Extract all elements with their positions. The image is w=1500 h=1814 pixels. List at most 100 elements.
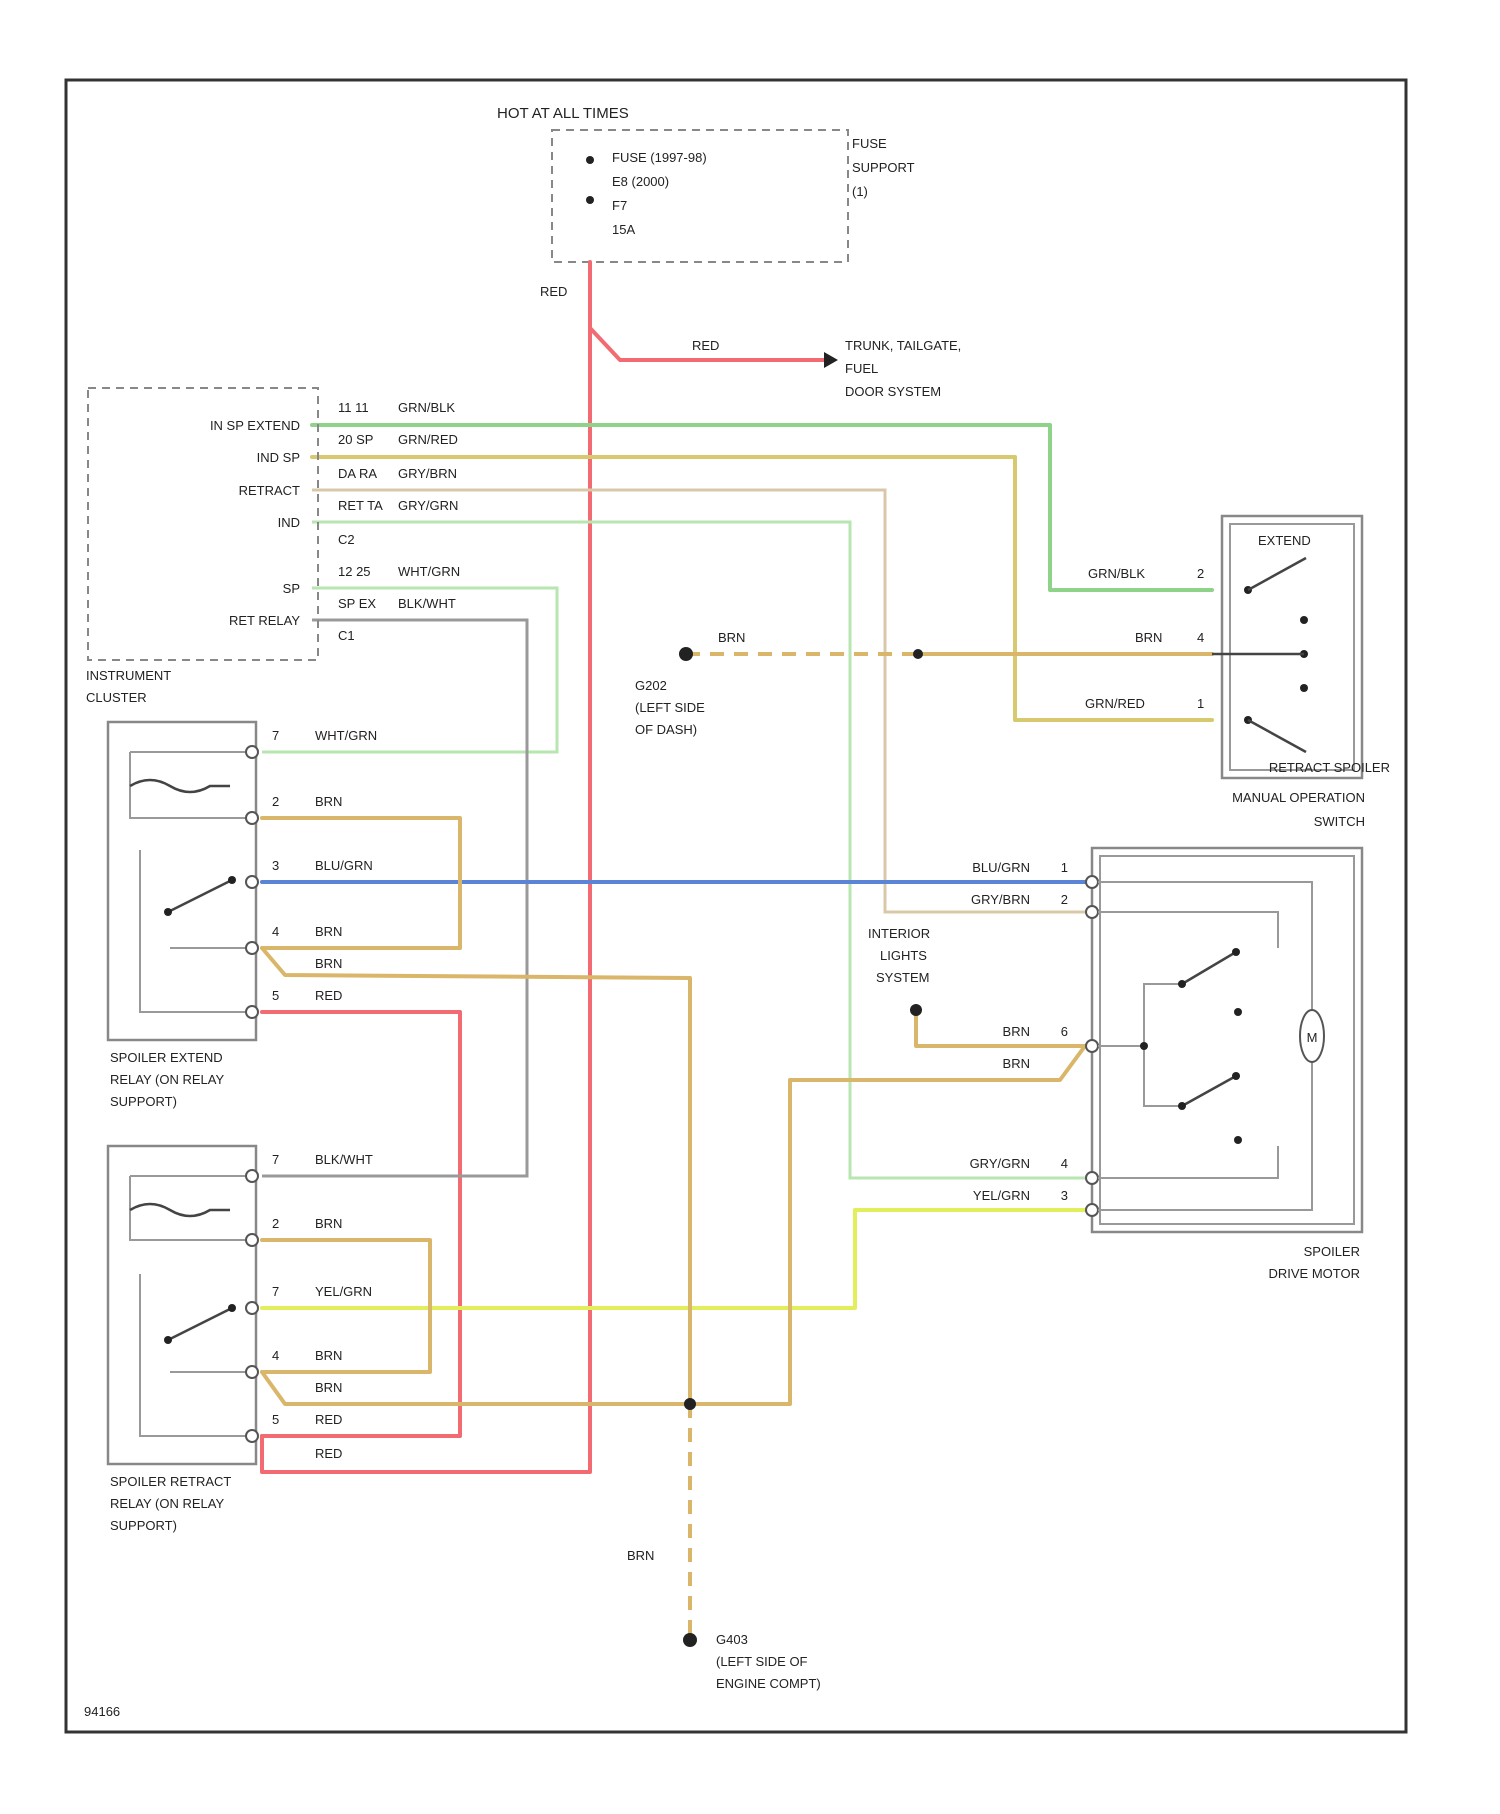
switch-label-2: MANUAL OPERATION (1232, 790, 1365, 805)
cluster-pins: IN SP EXTEND IND SP RETRACT IND SP RET R… (210, 418, 300, 628)
yel-grn-wire (262, 1210, 1085, 1308)
ground-top-label-2: (LEFT SIDE (635, 700, 705, 715)
switch-pin-2: 4 (1197, 630, 1204, 645)
fuse-support-label-1: FUSE (852, 136, 887, 151)
fuse-line-4: 15A (612, 222, 635, 237)
extend-label-1: SPOILER EXTEND (110, 1050, 223, 1065)
interior-label-1: INTERIOR (868, 926, 930, 941)
cluster-code-7: SP EX (338, 596, 376, 611)
ground-bottom-label-2: (LEFT SIDE OF (716, 1654, 808, 1669)
motor-junction (1140, 1042, 1148, 1050)
relay-coil-icon (130, 1204, 230, 1216)
motor-switch-2 (1182, 1076, 1236, 1106)
retract-pin-5: 5 (272, 1412, 279, 1427)
cluster-code-3: DA RA (338, 466, 377, 481)
terminal-icon (246, 1366, 258, 1378)
extend-wire-1: WHT/GRN (315, 728, 377, 743)
cluster-label-2: CLUSTER (86, 690, 147, 705)
arrow-icon (824, 352, 838, 368)
cluster-pin-4: IND (278, 515, 300, 530)
motor-wire-5: GRY/GRN (970, 1156, 1030, 1171)
manual-switch-box (1222, 516, 1362, 778)
ground-top-label-3: OF DASH) (635, 722, 697, 737)
relay-blade (168, 1308, 232, 1340)
extend-wire-2: BRN (315, 794, 342, 809)
terminal-icon (246, 876, 258, 888)
cluster-pin-6: RET RELAY (229, 613, 300, 628)
hot-at-all-times-label: HOT AT ALL TIMES (497, 105, 629, 122)
motor-pin-3: 6 (1061, 1024, 1068, 1039)
retract-pin-3: 7 (272, 1284, 279, 1299)
blk-wht-wire (262, 620, 527, 1176)
fuse-line-1: FUSE (1997-98) (612, 150, 707, 165)
relay-contact (228, 1304, 236, 1312)
extend-pin-2: 2 (272, 794, 279, 809)
ground-g403-icon (683, 1633, 697, 1647)
extend-pin-4: 4 (272, 924, 279, 939)
splice-dot-bottom (684, 1398, 696, 1410)
terminal-icon (1086, 1040, 1098, 1052)
extend-label-2: RELAY (ON RELAY (110, 1072, 224, 1087)
switch-wire-1: GRN/BLK (1088, 566, 1145, 581)
motor-label-1: SPOILER (1304, 1244, 1360, 1259)
manual-switch-inner (1230, 524, 1354, 770)
fuse-support-label-3: (1) (852, 184, 868, 199)
motor-wire-1: BLU/GRN (972, 860, 1030, 875)
cluster-code-8: C1 (338, 628, 355, 643)
terminal-icon (246, 1430, 258, 1442)
cluster-label-1: INSTRUMENT (86, 668, 171, 683)
terminal-icon (246, 1006, 258, 1018)
motor-contact (1232, 1072, 1240, 1080)
cluster-code-4: RET TA (338, 498, 383, 513)
switch-contact (1300, 684, 1308, 692)
motor-wire-2: GRY/BRN (971, 892, 1030, 907)
switch-label-3: SWITCH (1314, 814, 1365, 829)
diagram-code: 94166 (84, 1704, 120, 1719)
motor-wire-4: BRN (1003, 1056, 1030, 1071)
cluster-pin-3: RETRACT (239, 483, 300, 498)
interior-lights-dot (910, 1004, 922, 1016)
brn-retract-to-motor (262, 1046, 1085, 1404)
red-label: RED (540, 284, 567, 299)
extend-pin-5: 5 (272, 988, 279, 1003)
motor-pin-5: 3 (1061, 1188, 1068, 1203)
retract-wire-7: RED (315, 1446, 342, 1461)
ground-top-label-1: G202 (635, 678, 667, 693)
brn-interior-wire (916, 1010, 1085, 1046)
cluster-pin-1: IN SP EXTEND (210, 418, 300, 433)
cluster-code-1: 11 11 (338, 400, 369, 415)
trunk-label-3: DOOR SYSTEM (845, 384, 941, 399)
relay-contact (228, 876, 236, 884)
interior-label-3: SYSTEM (876, 970, 929, 985)
motor-contact (1234, 1136, 1242, 1144)
motor-contact (1234, 1008, 1242, 1016)
switch-pin-1: 2 (1197, 566, 1204, 581)
terminal-icon (246, 1234, 258, 1246)
extend-label-3: SUPPORT) (110, 1094, 177, 1109)
motor-pin-4: 4 (1061, 1156, 1068, 1171)
extend-wire-4: BRN (315, 924, 342, 939)
ground-g202-icon (679, 647, 693, 661)
motor-label-2: DRIVE MOTOR (1269, 1266, 1361, 1281)
retract-wire-6: RED (315, 1412, 342, 1427)
extend-wire-3: BLU/GRN (315, 858, 373, 873)
retract-pin-1: 7 (272, 1152, 279, 1167)
diagram-frame (66, 80, 1406, 1732)
motor-pin-2: 2 (1061, 892, 1068, 907)
fuse-line-2: E8 (2000) (612, 174, 669, 189)
motor-contact (1232, 948, 1240, 956)
switch-contact (1300, 616, 1308, 624)
terminal-icon (246, 942, 258, 954)
cluster-wire-4: GRY/GRN (398, 498, 458, 513)
relay-blade (168, 880, 232, 912)
ground-bottom-label-3: ENGINE COMPT) (716, 1676, 821, 1691)
extend-pin-1: 7 (272, 728, 279, 743)
switch-wire-2: BRN (1135, 630, 1162, 645)
extend-wire-5: BRN (315, 956, 342, 971)
retract-wire-4: BRN (315, 1348, 342, 1363)
ground-top-wire-label: BRN (718, 630, 745, 645)
wht-grn-wire (262, 588, 557, 752)
terminal-icon (1086, 876, 1098, 888)
terminal-icon (246, 1302, 258, 1314)
